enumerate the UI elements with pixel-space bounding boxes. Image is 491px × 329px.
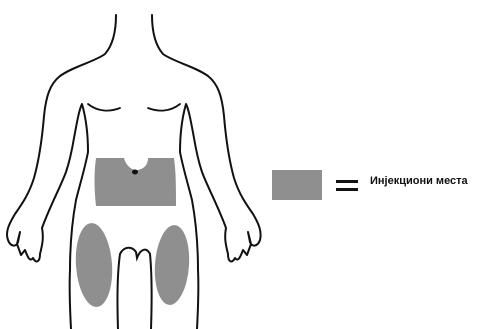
equals-bar-bottom: [336, 188, 358, 191]
legend-label: Инјекциони места: [370, 175, 468, 187]
chest-line-right: [148, 104, 180, 111]
chest-line-left: [88, 104, 120, 111]
equals-bar-top: [336, 180, 358, 183]
navel: [132, 170, 138, 175]
abdomen-injection-region: [95, 158, 177, 206]
right-thigh-injection-region: [152, 224, 191, 306]
left-thigh-injection-region: [73, 222, 115, 308]
legend-swatch: [272, 170, 322, 200]
inner-leg-outline: [117, 248, 151, 329]
